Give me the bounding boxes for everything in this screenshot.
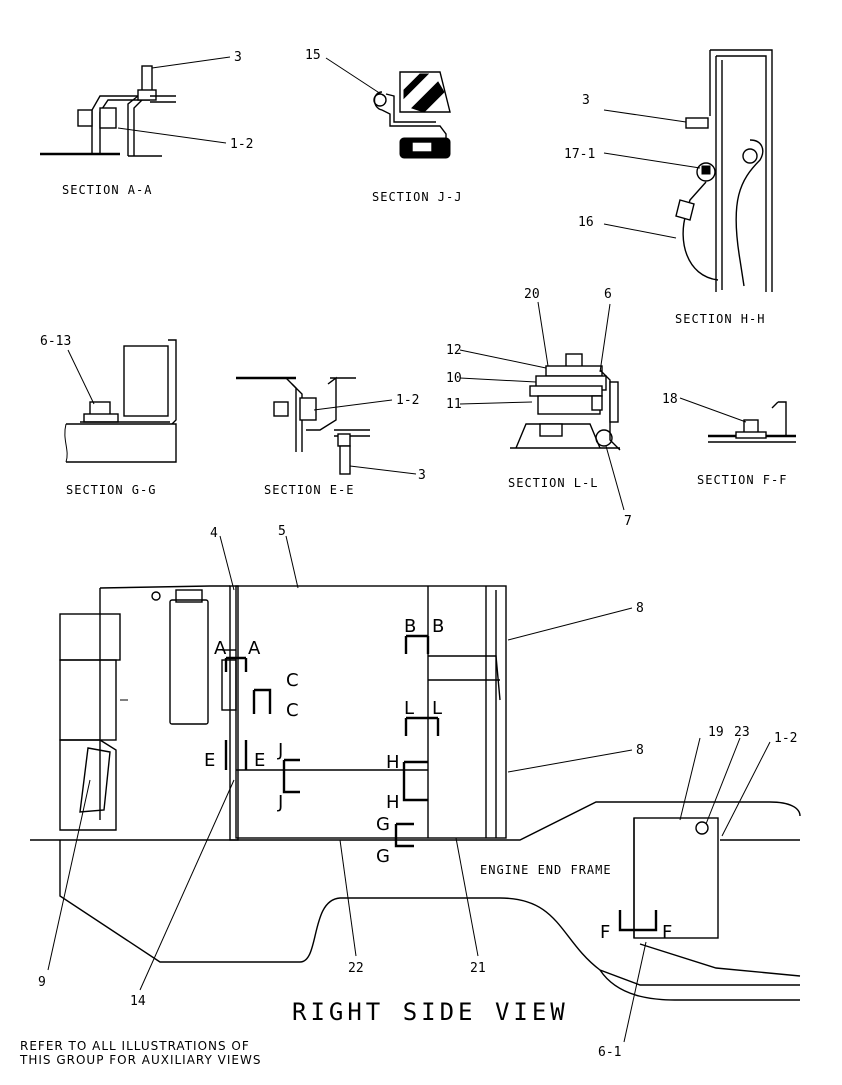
callout-6-13: 6-13 — [40, 334, 71, 349]
leader-ll-7 — [605, 445, 625, 511]
leader-main-6-1 — [623, 941, 647, 1043]
section-mark-a-left: A — [214, 638, 227, 659]
leader-ee-1-2 — [313, 399, 393, 411]
callout-10: 10 — [446, 371, 462, 386]
section-mark-f-left: F — [600, 922, 610, 943]
leader-gg-6-13 — [67, 349, 95, 405]
section-mark-e-left: E — [204, 750, 215, 771]
callout-9: 9 — [38, 975, 46, 990]
section-mark-c-top: C — [286, 670, 299, 691]
section-mark-b-right: B — [432, 616, 444, 637]
leader-ll-11 — [459, 401, 533, 405]
leader-main-9 — [47, 779, 91, 971]
callout-1-2: 1-2 — [230, 137, 253, 152]
section-mark-j-bottom: J — [277, 792, 283, 813]
callout-22: 22 — [348, 961, 364, 976]
leader-ll-10 — [459, 377, 537, 383]
leader-ll-20 — [537, 301, 549, 367]
section-a-a-drawing — [40, 65, 176, 157]
leader-main-5 — [285, 535, 299, 589]
right-side-view-drawing — [30, 585, 801, 1001]
section-mark-a-right: A — [248, 638, 261, 659]
section-g-g-drawing — [64, 339, 177, 463]
section-f-f-drawing — [708, 401, 796, 443]
leader-ll-12 — [459, 349, 547, 369]
callout-14: 14 — [130, 994, 146, 1009]
view-title: RIGHT SIDE VIEW — [292, 998, 569, 1026]
callout-8: 8 — [636, 743, 644, 758]
callout-17-1: 17-1 — [564, 147, 595, 162]
callout-7: 7 — [624, 514, 632, 529]
section-mark-h-top: H — [386, 752, 400, 773]
section-h-h-drawing — [675, 49, 773, 292]
callout-18: 18 — [662, 392, 678, 407]
callout-3: 3 — [418, 468, 426, 483]
leader-main-14 — [139, 779, 235, 991]
section-mark-g-bottom: G — [376, 846, 390, 867]
callout-15: 15 — [305, 48, 321, 63]
section-mark-b-left: B — [404, 616, 416, 637]
leader-ff-18 — [679, 397, 747, 423]
section-a-a-label: SECTION A-A — [62, 183, 152, 197]
section-e-e-label: SECTION E-E — [264, 483, 354, 497]
section-mark-h-bottom: H — [386, 792, 400, 813]
callout-6: 6 — [604, 287, 612, 302]
callout-1-2: 1-2 — [396, 393, 419, 408]
leader-hh-16 — [603, 223, 677, 239]
callout-3: 3 — [234, 50, 242, 65]
section-e-e-drawing — [236, 376, 370, 475]
callout-20: 20 — [524, 287, 540, 302]
leader-ee-3 — [349, 465, 417, 475]
callout-23: 23 — [734, 725, 750, 740]
callout-8: 8 — [636, 601, 644, 616]
note-line-1: REFER TO ALL ILLUSTRATIONS OF — [20, 1039, 250, 1053]
leader-main-23 — [705, 737, 741, 825]
callout-11: 11 — [446, 397, 462, 412]
callout-16: 16 — [578, 215, 594, 230]
section-f-f-label: SECTION F-F — [697, 473, 787, 487]
leader-main-8b — [507, 749, 633, 773]
section-h-h-label: SECTION H-H — [675, 312, 765, 326]
section-g-g-label: SECTION G-G — [66, 483, 156, 497]
leader-main-19 — [679, 737, 701, 821]
leader-main-21 — [455, 837, 479, 957]
callout-1-2: 1-2 — [774, 731, 797, 746]
note-line-2: THIS GROUP FOR AUXILIARY VIEWS — [19, 1053, 261, 1067]
leader-ll-6 — [599, 303, 611, 373]
section-mark-c-bottom: C — [286, 700, 299, 721]
section-mark-e-right: E — [254, 750, 265, 771]
section-mark-f-right: F — [662, 922, 672, 943]
section-mark-g-top: G — [376, 814, 390, 835]
leader-main-1-2 — [721, 741, 771, 837]
callout-3: 3 — [582, 93, 590, 108]
engine-end-frame-label: ENGINE END FRAME — [480, 863, 612, 877]
leader-main-4 — [219, 535, 235, 591]
leader-jj-15 — [325, 57, 385, 97]
callout-19: 19 — [708, 725, 724, 740]
leader-main-22 — [339, 839, 357, 957]
section-l-l-drawing — [510, 353, 621, 451]
leader-hh-17-1 — [603, 152, 701, 169]
callout-6-1: 6-1 — [598, 1045, 621, 1060]
section-mark-l-left: L — [404, 698, 414, 719]
section-mark-j-top: J — [277, 740, 283, 761]
section-j-j-label: SECTION J-J — [372, 190, 462, 204]
callout-5: 5 — [278, 524, 286, 539]
section-l-l-label: SECTION L-L — [508, 476, 598, 490]
leader-aa-1-2 — [117, 127, 227, 144]
leader-aa-3 — [151, 56, 231, 69]
callout-12: 12 — [446, 343, 462, 358]
section-j-j-drawing — [373, 71, 451, 159]
callout-4: 4 — [210, 526, 218, 541]
leader-hh-3 — [603, 109, 687, 123]
section-mark-l-right: L — [432, 698, 442, 719]
leader-main-8a — [507, 607, 633, 641]
callout-21: 21 — [470, 961, 486, 976]
